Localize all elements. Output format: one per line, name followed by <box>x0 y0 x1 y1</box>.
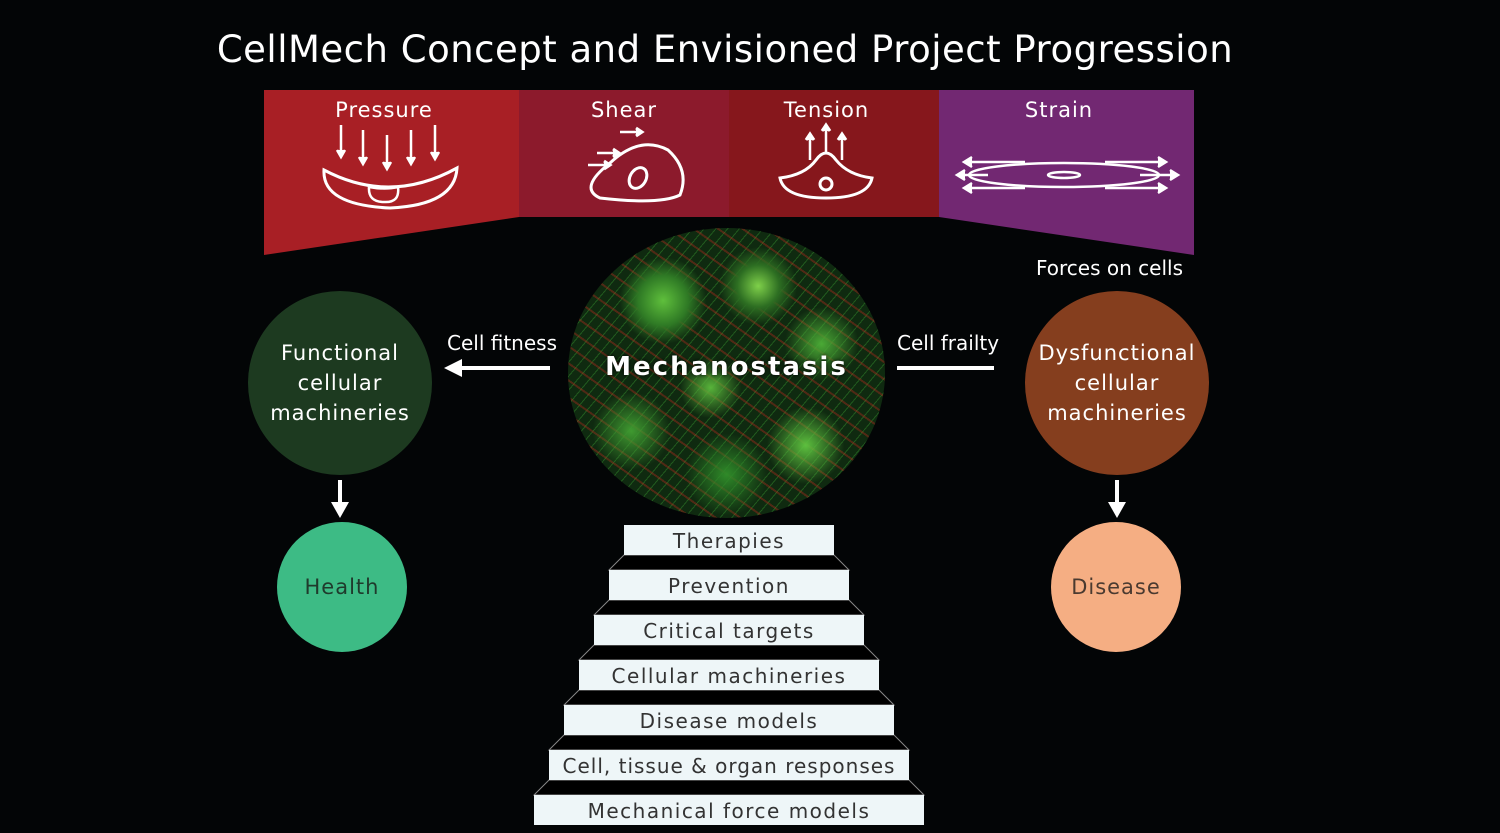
step-therapies: Therapies <box>624 525 834 555</box>
pressure-label: Pressure <box>335 98 433 122</box>
tension-panel <box>729 90 939 217</box>
diagram-title: CellMech Concept and Envisioned Project … <box>216 28 1234 71</box>
step-disease-models: Disease models <box>564 705 894 735</box>
tension-icon <box>778 122 874 200</box>
strain-icon <box>954 155 1181 195</box>
step-prevention: Prevention <box>609 570 849 600</box>
stair-risers <box>532 554 926 796</box>
forces-caption: Forces on cells <box>1036 256 1183 280</box>
step-critical-targets: Critical targets <box>594 615 864 645</box>
strain-label: Strain <box>1024 98 1094 122</box>
cell-fitness-label: Cell fitness <box>447 331 557 355</box>
health-node: Health <box>277 522 407 652</box>
pressure-icon <box>322 125 459 210</box>
mechanostasis-label: Mechanostasis <box>605 352 848 382</box>
step-cellular-machineries: Cellular machineries <box>579 660 879 690</box>
shear-label: Shear <box>590 98 658 122</box>
step-responses: Cell, tissue & organ responses <box>549 750 909 780</box>
disease-node: Disease <box>1051 522 1181 652</box>
functional-machineries-node: Functional cellular machineries <box>248 291 432 475</box>
mechanostasis-image <box>568 228 885 518</box>
pressure-panel <box>264 90 519 255</box>
dysfunctional-machineries-node: Dysfunctional cellular machineries <box>1025 291 1209 475</box>
step-force-models: Mechanical force models <box>534 795 924 825</box>
tension-label: Tension <box>783 98 870 122</box>
cell-frailty-label: Cell frailty <box>897 331 1000 355</box>
shear-icon <box>588 126 685 203</box>
